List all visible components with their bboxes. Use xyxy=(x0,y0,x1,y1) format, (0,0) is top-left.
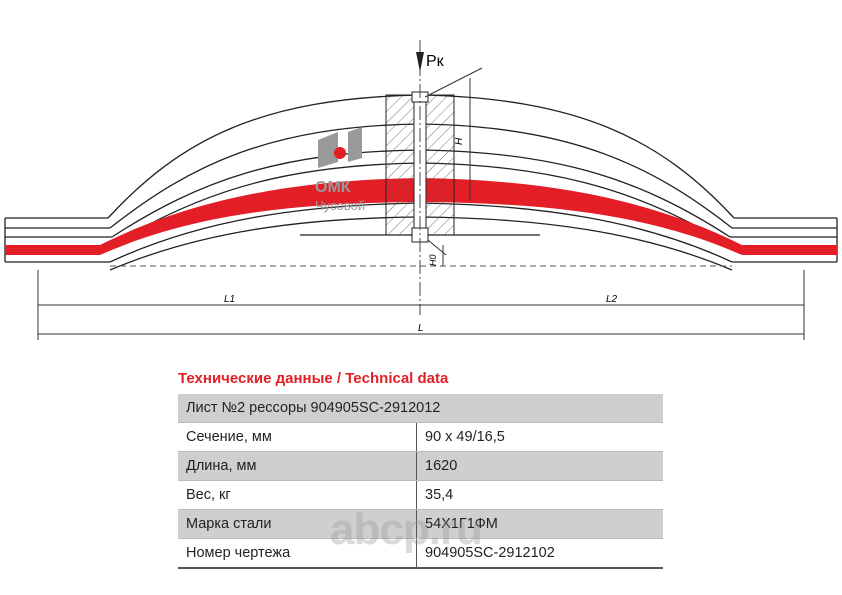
watermark: abcp.ru xyxy=(330,505,483,554)
omk-logo: ОМК Чусовой xyxy=(315,127,365,213)
leaf-spring-drawing: Pк H H0 L1 L2 L ОМК Чусовой xyxy=(4,40,838,340)
row-label: Вес, кг xyxy=(178,480,417,510)
table-title: Технические данные / Technical data xyxy=(178,370,449,387)
dim-h0: H0 xyxy=(428,254,438,266)
dim-l1: L1 xyxy=(224,294,235,305)
svg-text:ОМК: ОМК xyxy=(315,179,351,196)
dim-h: H xyxy=(454,137,465,145)
row-value: 54Х1Г1ФМ xyxy=(416,509,663,539)
row-value: 35,4 xyxy=(416,480,663,510)
row-label: Марка стали xyxy=(178,509,417,539)
row-value: 904905SC-2912102 xyxy=(416,538,663,569)
dim-l2: L2 xyxy=(606,294,618,305)
dim-l: L xyxy=(418,323,424,334)
load-label: Pк xyxy=(426,53,445,70)
row-label: Длина, мм xyxy=(178,451,417,481)
row-value: 1620 xyxy=(416,451,663,481)
row-value: 90 x 49/16,5 xyxy=(416,422,663,452)
table-header: Лист №2 рессоры 904905SC-2912012 xyxy=(178,394,663,423)
row-label: Сечение, мм xyxy=(178,422,417,452)
technical-data-table: Лист №2 рессоры 904905SC-2912012 Сечение… xyxy=(178,394,663,569)
svg-text:Чусовой: Чусовой xyxy=(315,198,365,213)
row-label: Номер чертежа xyxy=(178,538,417,569)
